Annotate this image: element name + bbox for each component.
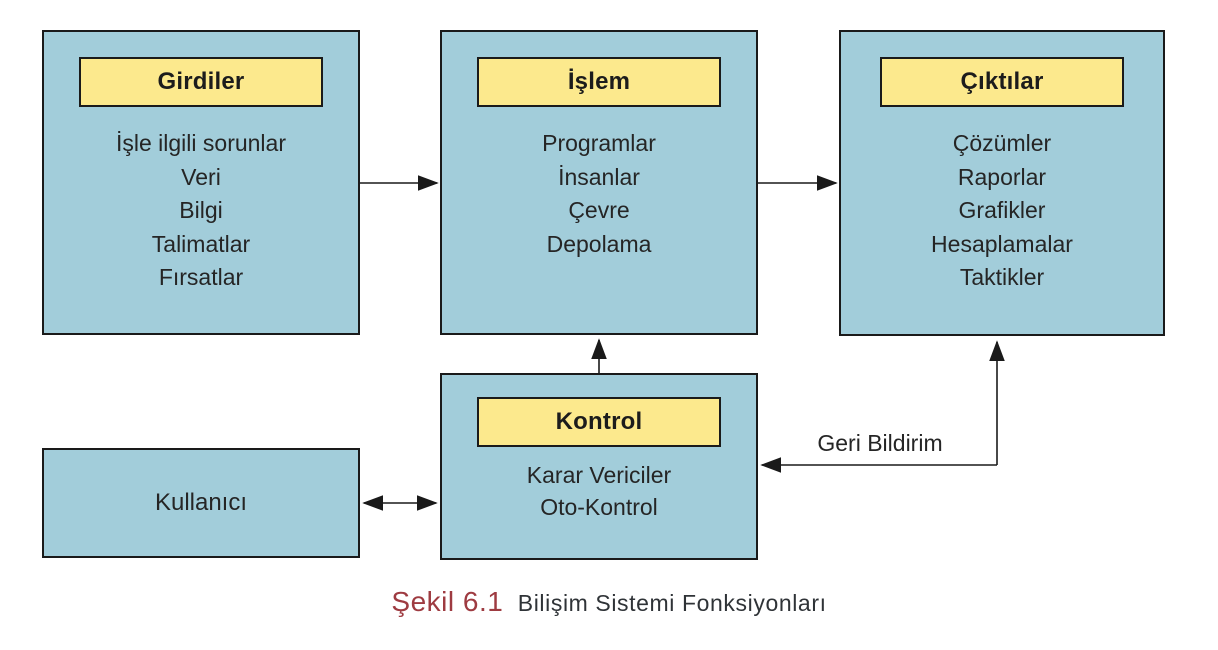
figure-title: Bilişim Sistemi Fonksiyonları	[517, 590, 827, 616]
figure-caption: Şekil 6.1 Bilişim Sistemi Fonksiyonları	[0, 586, 1218, 618]
box-ciktilar-header: Çıktılar	[880, 57, 1124, 107]
box-item: Raporlar	[957, 163, 1047, 190]
box-item: Çözümler	[952, 130, 1052, 156]
box-item: Taktikler	[959, 264, 1045, 290]
box-kullanici: Kullanıcı	[42, 448, 360, 558]
box-item: Oto-Kontrol	[540, 494, 658, 520]
figure-number: Şekil 6.1	[391, 586, 504, 617]
box-girdiler-header: Girdiler	[79, 57, 323, 107]
box-islem-title: İşlem	[567, 68, 631, 95]
box-item: Programlar	[542, 130, 656, 156]
box-girdiler: Girdiler İşle ilgili sorunlar Veri Bilgi…	[42, 30, 360, 335]
box-islem: İşlem Programlar İnsanlar Çevre Depolama	[440, 30, 758, 335]
box-girdiler-title: Girdiler	[157, 68, 245, 95]
box-item: Bilgi	[179, 197, 223, 223]
box-item: Hesaplamalar	[931, 230, 1073, 257]
box-item: Grafikler	[958, 197, 1046, 223]
box-kontrol-header: Kontrol	[477, 397, 721, 447]
box-islem-header: İşlem	[477, 57, 721, 107]
box-kontrol-items: Karar Vericiler Oto-Kontrol	[442, 459, 756, 523]
box-item: Karar Vericiler	[526, 462, 672, 488]
box-item: Talimatlar	[151, 230, 251, 257]
box-ciktilar-items: Çözümler Raporlar Grafikler Hesaplamalar…	[841, 127, 1163, 295]
box-ciktilar: Çıktılar Çözümler Raporlar Grafikler Hes…	[839, 30, 1165, 336]
feedback-label: Geri Bildirim	[817, 430, 943, 456]
box-islem-items: Programlar İnsanlar Çevre Depolama	[442, 127, 756, 261]
box-kontrol-title: Kontrol	[555, 408, 643, 435]
box-item: Fırsatlar	[158, 264, 244, 290]
box-item: İnsanlar	[558, 163, 640, 190]
box-kullanici-title: Kullanıcı	[154, 489, 248, 516]
box-girdiler-items: İşle ilgili sorunlar Veri Bilgi Talimatl…	[44, 127, 358, 295]
box-item: Veri	[181, 163, 221, 190]
box-item: Depolama	[546, 230, 652, 257]
box-kontrol: Kontrol Karar Vericiler Oto-Kontrol	[440, 373, 758, 560]
box-item: İşle ilgili sorunlar	[115, 130, 286, 156]
box-item: Çevre	[568, 197, 630, 223]
box-ciktilar-title: Çıktılar	[960, 68, 1044, 95]
